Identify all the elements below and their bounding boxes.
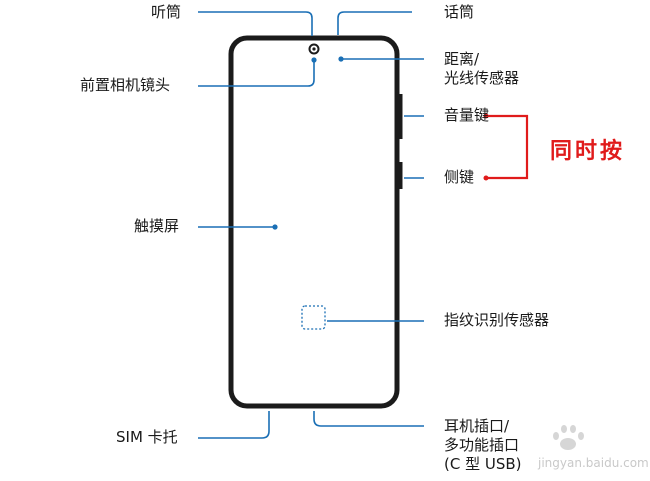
label-proximity-line-2: 光线传感器 [444, 69, 520, 87]
dot-touchscreen [272, 224, 278, 230]
baidu-paw-logo [553, 425, 584, 450]
front-camera-center [312, 47, 316, 51]
callout-front-camera [198, 62, 315, 87]
watermark-text: jingyan.baidu.com [538, 456, 649, 470]
label-earphone-line-3: (C 型 USB) [444, 455, 522, 473]
label-sim-tray: SIM 卡托 [116, 428, 178, 446]
side-key-button [398, 162, 403, 189]
label-volume-key: 音量键 [444, 106, 490, 124]
label-proximity-line-1: 距离/ [444, 50, 480, 68]
bracket-dot-bottom [483, 175, 489, 181]
callout-earphone-jack [313, 411, 424, 427]
label-earphone-jack: 耳机插口/ 多功能插口 (C 型 USB) [444, 417, 522, 474]
callout-microphone [337, 11, 412, 35]
dot-front-camera [311, 57, 317, 63]
label-microphone: 话筒 [444, 3, 475, 21]
callout-lines [198, 11, 424, 439]
callout-earpiece [198, 11, 313, 36]
label-earpiece: 听筒 [151, 3, 182, 21]
label-earphone-line-2: 多功能插口 [444, 436, 520, 454]
label-front-camera: 前置相机镜头 [80, 76, 171, 94]
red-bracket [486, 114, 529, 180]
label-side-key: 侧键 [444, 168, 475, 186]
label-earphone-line-1: 耳机插口/ [444, 417, 510, 435]
label-fingerprint-sensor: 指纹识别传感器 [444, 311, 550, 329]
label-proximity-sensor: 距离/ 光线传感器 [444, 50, 519, 88]
label-touchscreen: 触摸屏 [134, 217, 180, 235]
fingerprint-area [301, 305, 326, 330]
bracket-dot-top [483, 113, 489, 119]
volume-key-button [398, 94, 403, 139]
callout-dots [272, 56, 344, 230]
dot-proximity [338, 56, 344, 62]
phone-body-outline [228, 35, 400, 409]
callout-sim-tray [198, 411, 270, 439]
annotation-press-together: 同时按 [550, 138, 626, 164]
